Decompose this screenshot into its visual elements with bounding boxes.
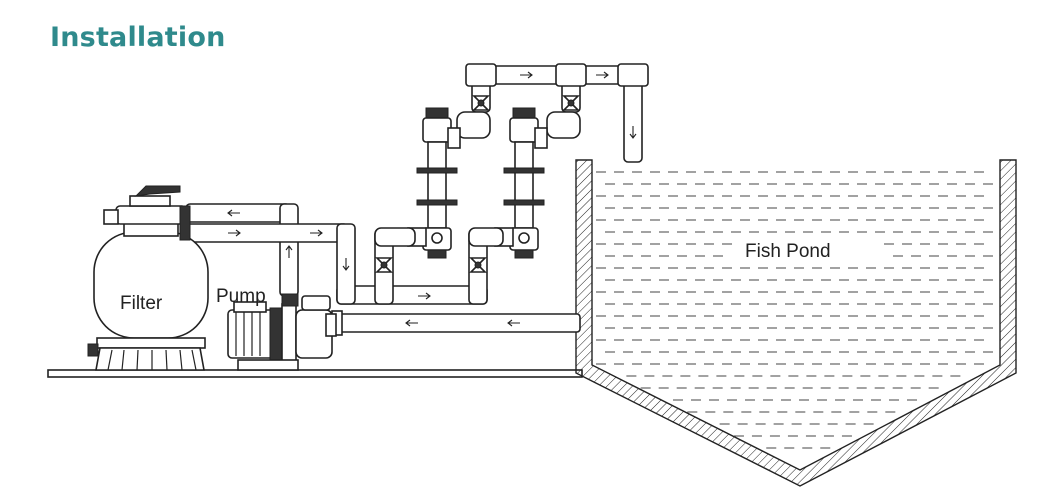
pond-label: Fish Pond	[745, 241, 831, 262]
valve-upper-1	[472, 95, 490, 111]
filter-label: Filter	[120, 293, 163, 314]
supply-pipe-lower	[336, 227, 504, 305]
valve-upper-2	[562, 95, 580, 111]
fish-pond: Fish Pond	[575, 159, 1017, 487]
elbow-upper-2	[546, 111, 581, 139]
valve-lower-2	[469, 257, 487, 273]
uv-sterilizer-2	[494, 107, 548, 259]
sand-filter: Filter	[87, 185, 209, 371]
pump-label: Pump	[216, 286, 266, 307]
page-title: Installation	[50, 22, 226, 53]
suction-pipe	[331, 310, 581, 336]
ground	[47, 369, 583, 378]
pump-to-uv-pipe	[185, 203, 356, 305]
uv-sterilizer-1	[407, 107, 461, 259]
return-pipe-top	[465, 63, 649, 163]
valve-lower-1	[375, 257, 393, 273]
pump: Pump	[216, 286, 337, 371]
pond-water	[596, 171, 993, 449]
elbow-upper-1	[456, 111, 491, 139]
